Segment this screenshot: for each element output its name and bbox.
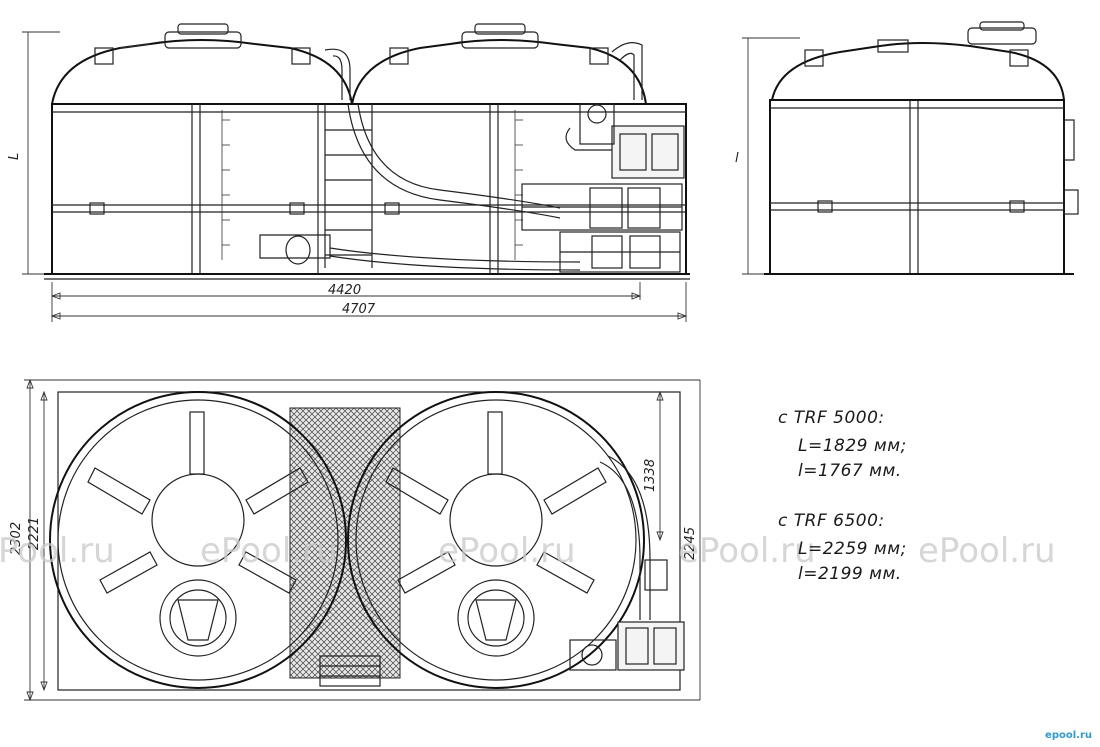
site-logo: epool.ru — [1045, 730, 1092, 741]
side-view — [742, 21, 1079, 275]
spec-trf5000-l: l=1767 мм. — [798, 461, 902, 481]
spec-trf5000-L: L=1829 мм; — [798, 436, 907, 456]
side-height-label: l — [735, 151, 739, 166]
watermark-5: ePool.ru — [918, 531, 1056, 571]
spec-trf6500-L: L=2259 мм; — [798, 539, 907, 559]
watermark-4: ePool.ru — [678, 531, 816, 571]
front-view — [22, 23, 690, 322]
front-height-label: L — [7, 153, 22, 160]
watermark-3: ePool.ru — [438, 531, 576, 571]
plan-total-width-label: 2302 — [9, 522, 24, 555]
watermark-1: Pool.ru — [0, 531, 115, 571]
spec-trf6500-l: l=2199 мм. — [798, 564, 902, 584]
spec-trf5000-model: с TRF 5000: — [778, 408, 885, 428]
plan-partial-width-label: 1338 — [643, 459, 658, 492]
spec-trf6500-model: с TRF 6500: — [778, 511, 885, 531]
front-total-length-label: 4707 — [342, 302, 376, 317]
plan-view — [24, 378, 701, 702]
plan-inner-width-label: 2221 — [27, 517, 42, 550]
watermark-2: ePool.ru — [200, 531, 338, 571]
plan-secondary-label: 2245 — [683, 527, 698, 560]
front-inner-length-label: 4420 — [328, 283, 361, 298]
